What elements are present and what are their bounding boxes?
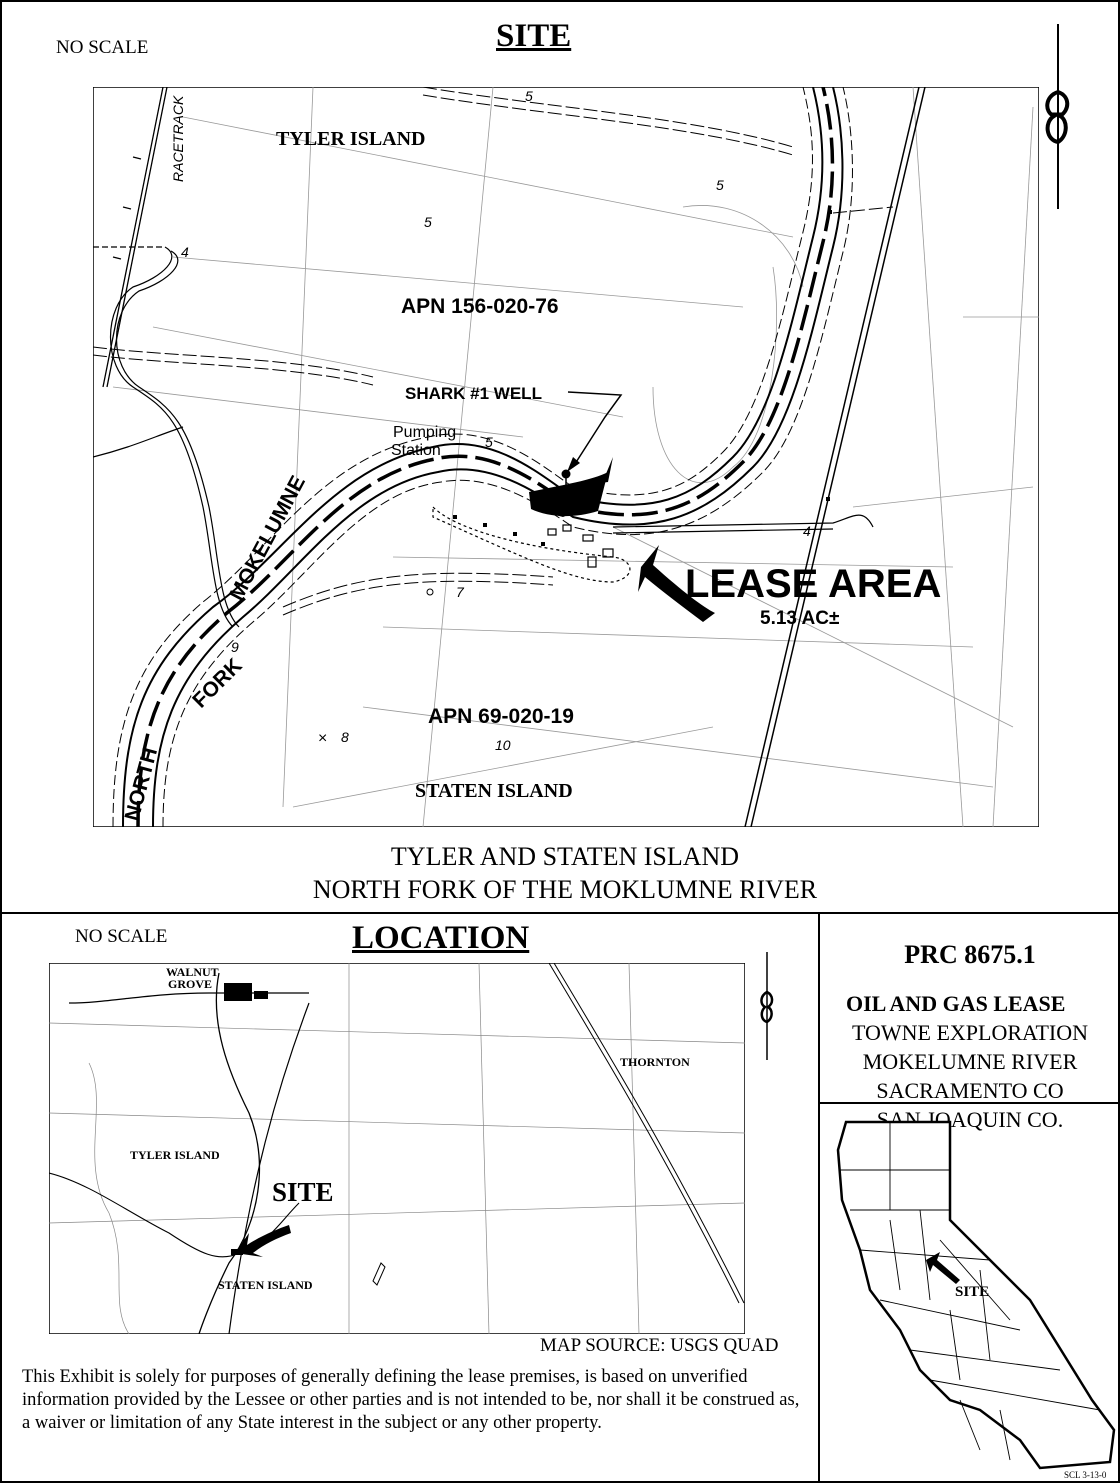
elev-label: 5 xyxy=(485,434,493,450)
map-source: MAP SOURCE: USGS QUAD xyxy=(540,1335,779,1356)
site-label-apn-south: APN 69-020-19 xyxy=(428,705,574,728)
spot-marker-icon: × xyxy=(318,730,327,747)
site-label-acreage: 5.13 AC± xyxy=(760,608,839,629)
structure-dots xyxy=(453,210,832,546)
elev-label: 5 xyxy=(525,88,533,104)
site-label-staten-island: STATEN ISLAND xyxy=(415,780,573,802)
elev-label: 5 xyxy=(424,214,432,230)
state-site-label: SITE xyxy=(955,1284,990,1300)
levee-lines xyxy=(93,87,894,616)
california-map xyxy=(836,1120,1116,1470)
info-divider xyxy=(818,1102,1120,1104)
buildings xyxy=(432,505,631,583)
pond-icon xyxy=(372,1262,386,1286)
location-label-site: SITE xyxy=(272,1177,334,1207)
elevation-labels: 5 5 5 5 4 4 7 8 9 10 xyxy=(181,88,811,753)
county-lines xyxy=(840,1122,1101,1461)
elev-label: 5 xyxy=(716,177,724,193)
site-label-lease-area: LEASE AREA xyxy=(685,562,941,606)
site-label-tyler-island: TYLER ISLAND xyxy=(276,128,426,150)
site-title: SITE xyxy=(496,18,572,54)
doc-id: SCL 3-13-0 xyxy=(1064,1470,1107,1480)
location-grid xyxy=(49,963,745,1334)
elev-label: 7 xyxy=(456,584,465,600)
highway xyxy=(744,87,926,827)
elev-label: 10 xyxy=(495,737,511,753)
site-label-station: Station xyxy=(391,442,441,459)
location-map xyxy=(49,963,745,1334)
location-label-tyler-island: TYLER ISLAND xyxy=(130,1148,220,1162)
location-label-staten-island: STATEN ISLAND xyxy=(218,1278,313,1292)
elev-label: 4 xyxy=(181,244,189,260)
section-divider xyxy=(0,912,1120,914)
elev-label: 4 xyxy=(803,523,811,539)
benchmark-icon xyxy=(426,588,434,596)
north-arrow-icon xyxy=(1045,24,1070,209)
prc-number: PRC 8675.1 xyxy=(904,940,1036,969)
site-caption-line1: TYLER AND STATEN ISLAND xyxy=(390,842,740,871)
disclaimer-text: This Exhibit is solely for purposes of g… xyxy=(22,1367,800,1433)
state-outline xyxy=(836,1120,1116,1470)
info-line3: MOKELUMNE RIVER xyxy=(862,1049,1078,1074)
site-map: APN 156-020-76 SHARK #1 WELL Pumping Sta… xyxy=(93,87,1039,827)
site-label-apn-north: APN 156-020-76 xyxy=(401,295,559,318)
location-title: LOCATION xyxy=(352,920,530,956)
location-site-arrow-icon xyxy=(235,1225,291,1257)
column-divider xyxy=(818,912,820,1483)
location-north-arrow-icon xyxy=(760,952,774,1060)
info-line4: SACRAMENTO CO xyxy=(876,1078,1064,1103)
info-line1: OIL AND GAS LEASE xyxy=(846,991,1066,1016)
location-no-scale: NO SCALE xyxy=(75,926,168,947)
state-site-arrow-icon xyxy=(926,1252,960,1284)
site-label-pumping: Pumping xyxy=(393,424,456,441)
elev-label: 9 xyxy=(231,639,239,655)
lease-area-fill xyxy=(529,472,608,517)
site-caption-line2: NORTH FORK OF THE MOKLUMNE RIVER xyxy=(312,875,818,904)
info-line2: TOWNE EXPLORATION xyxy=(851,1020,1089,1045)
site-map-border xyxy=(93,87,1039,827)
location-label-walnut: WALNUT xyxy=(166,965,219,979)
parcel-lines xyxy=(112,87,1039,827)
location-label-thornton: THORNTON xyxy=(620,1055,690,1069)
location-map-border xyxy=(49,963,745,1334)
elev-label: 8 xyxy=(341,729,349,745)
lease-area-arrow-icon xyxy=(638,545,715,622)
site-label-well: SHARK #1 WELL xyxy=(405,384,542,403)
location-label-grove: GROVE xyxy=(168,977,213,991)
well-leader-line xyxy=(567,391,623,468)
location-rivers xyxy=(49,963,745,1334)
road xyxy=(93,246,874,628)
site-no-scale: NO SCALE xyxy=(56,37,149,58)
site-label-racetrack: RACETRACK xyxy=(170,95,186,182)
